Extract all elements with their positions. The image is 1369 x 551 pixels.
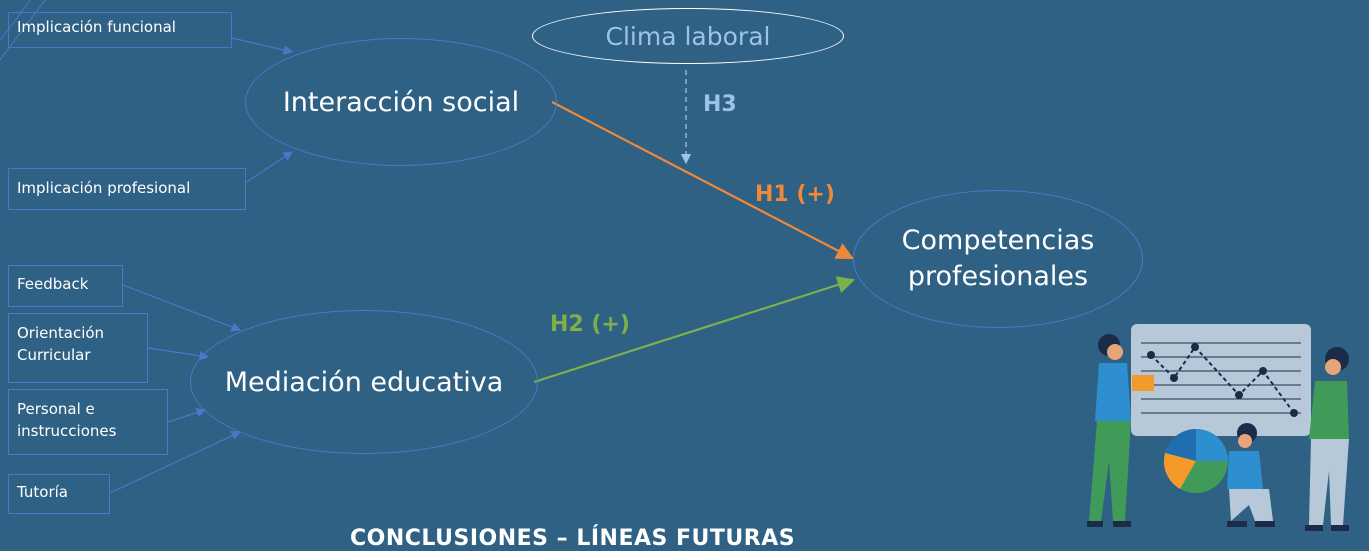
construct-interaccion-social: Interacción social: [245, 38, 557, 166]
construct-competencias-profesionales: Competencias profesionales: [853, 190, 1143, 328]
arrow-orientacion-to-mediacion: [147, 347, 210, 361]
hypothesis-h2-label: H2 (+): [550, 312, 630, 337]
construct-mediacion-educativa: Mediación educativa: [190, 310, 538, 454]
people-analyzing-chart-illustration: [1087, 324, 1349, 531]
indicator-label: Feedback: [17, 275, 89, 293]
section-title: CONCLUSIONES – LÍNEAS FUTURAS: [350, 526, 796, 551]
construct-label: Mediación educativa: [224, 366, 504, 398]
construct-label: Clima laboral: [605, 21, 771, 51]
indicator-orientacion-curricular: Orientación Curricular: [8, 313, 148, 383]
decor-line: [0, 0, 46, 61]
person-left: [1087, 334, 1154, 527]
person-center: [1227, 423, 1275, 527]
construct-clima-laboral: Clima laboral: [532, 8, 844, 64]
indicator-feedback: Feedback: [8, 265, 123, 307]
construct-label: Interacción social: [282, 86, 520, 118]
indicator-label: Orientación Curricular: [17, 324, 105, 364]
person-right: [1305, 347, 1349, 531]
indicator-label: Tutoría: [17, 483, 68, 501]
indicator-label: Implicación funcional: [17, 18, 176, 36]
indicator-implicacion-profesional: Implicación profesional: [8, 168, 246, 210]
arrow-funcional-to-interaccion: [231, 37, 294, 55]
arrow-personal-to-mediacion: [167, 408, 207, 423]
indicator-tutoria: Tutoría: [8, 474, 110, 514]
construct-label: Competencias profesionales: [901, 225, 1095, 292]
pie-chart-icon: [1163, 429, 1228, 493]
arrow-h2: [533, 276, 856, 384]
hypothesis-h1-label: H1 (+): [755, 182, 835, 207]
decor-line: [0, 0, 31, 41]
hypothesis-h3-label: H3: [703, 92, 737, 117]
indicator-implicacion-funcional: Implicación funcional: [8, 12, 232, 48]
indicator-label: Implicación profesional: [17, 179, 191, 197]
indicator-label: Personal e instrucciones: [17, 400, 117, 440]
arrow-feedback-to-mediacion: [122, 284, 242, 332]
arrow-h1: [551, 101, 854, 260]
indicator-personal-instrucciones: Personal e instrucciones: [8, 389, 168, 455]
arrow-profesional-to-interaccion: [244, 151, 294, 184]
whiteboard: [1131, 324, 1311, 436]
arrow-tutoria-to-mediacion: [109, 431, 242, 494]
